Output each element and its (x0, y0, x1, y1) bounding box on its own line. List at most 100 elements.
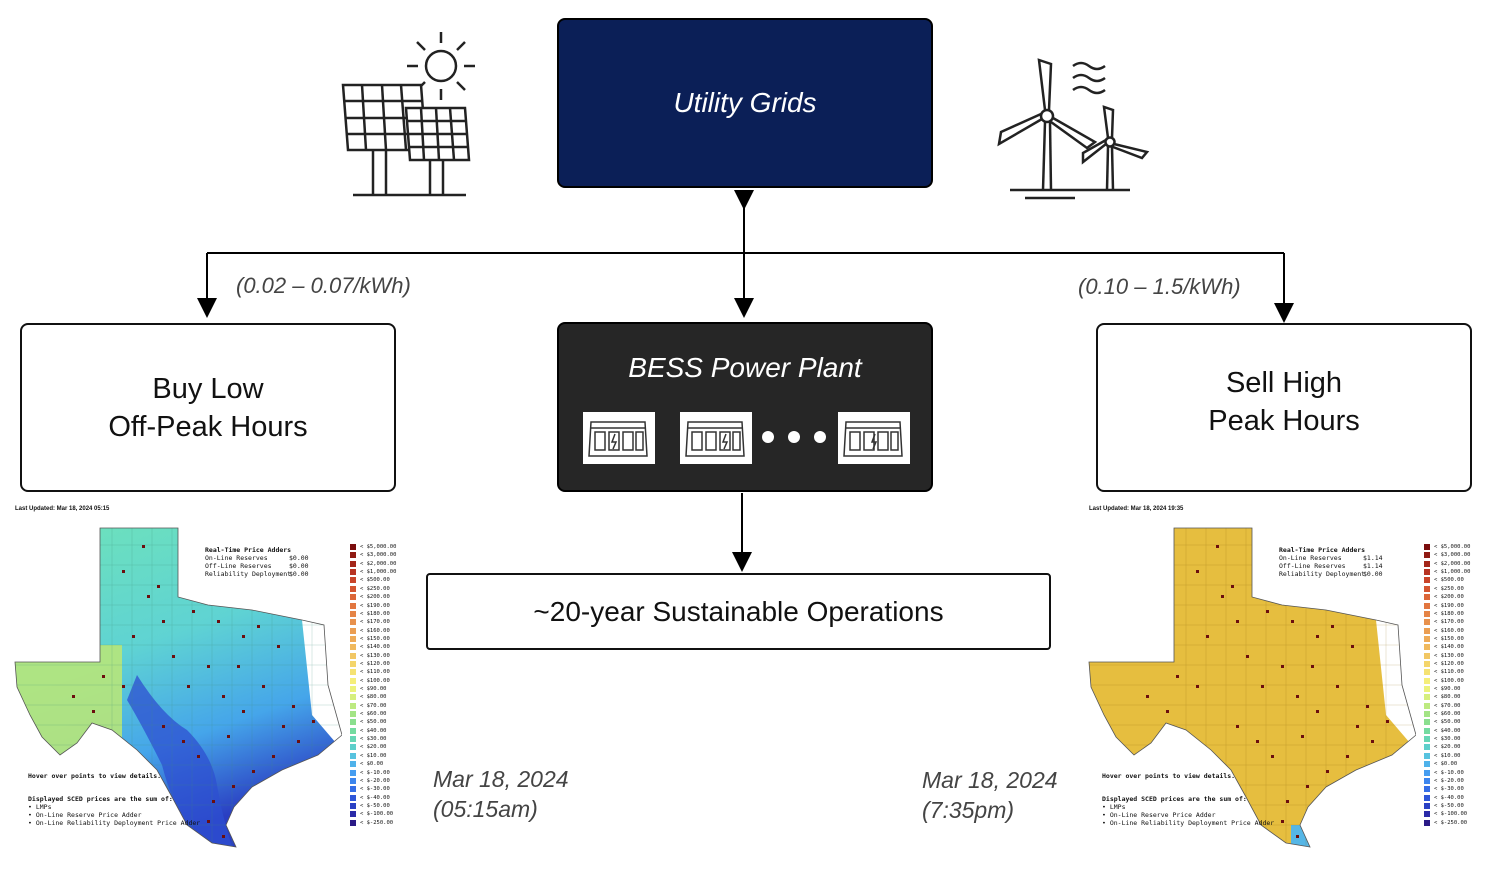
legend-row: < $-50.00 (1424, 802, 1464, 810)
legend-swatch (1424, 594, 1430, 601)
legend-swatch (350, 569, 356, 576)
legend-label: < $-40.00 (1434, 794, 1464, 801)
adders-title: Real-Time Price Adders (1279, 546, 1366, 554)
legend-row: < $190.00 (350, 601, 390, 609)
adder-value: $0.00 (1363, 570, 1383, 578)
legend-swatch (1424, 652, 1430, 659)
offpeak-date-label: Mar 18, 2024 (05:15am) (433, 764, 569, 824)
legend-row: < $30.00 (350, 735, 387, 743)
legend-row: < $150.00 (350, 635, 390, 643)
price-high-label: (0.10 – 1.5/kWh) (1078, 274, 1241, 299)
legend-row: < $130.00 (350, 652, 390, 660)
battery-cabinet-icon (583, 412, 655, 464)
legend-row: < $-10.00 (350, 768, 390, 776)
legend-label: < $5,000.00 (1434, 544, 1471, 551)
legend-row: < $-40.00 (1424, 794, 1464, 802)
legend-swatch (1424, 686, 1430, 693)
legend-swatch (350, 560, 356, 567)
legend-row: < $-250.00 (1424, 819, 1467, 827)
adder-value: $1.14 (1363, 562, 1383, 570)
offpeak-price-map: Last Updated: Mar 18, 2024 05:15 (12, 503, 408, 853)
legend-row: < $500.00 (1424, 576, 1464, 584)
legend-swatch (1424, 819, 1430, 826)
bess-title: BESS Power Plant (628, 352, 862, 383)
legend-row: < $40.00 (350, 727, 387, 735)
legend-label: < $0.00 (360, 761, 384, 768)
legend-label: < $3,000.00 (1434, 552, 1471, 559)
offpeak-date: Mar 18, 2024 (433, 766, 569, 792)
sced-footer-item: • On-Line Reliability Deployment Price A… (1102, 819, 1275, 827)
legend-row: < $110.00 (350, 668, 390, 676)
legend-row: < $60.00 (350, 710, 387, 718)
legend-label: < $180.00 (1434, 610, 1464, 617)
battery-cabinet-icon (838, 412, 910, 464)
legend-label: < $80.00 (360, 694, 387, 701)
legend-label: < $170.00 (360, 619, 390, 626)
ellipsis-dots (762, 431, 826, 443)
legend-row: < $160.00 (1424, 627, 1464, 635)
legend-label: < $-10.00 (1434, 769, 1464, 776)
legend-row: < $200.00 (1424, 593, 1464, 601)
legend-swatch (1424, 669, 1430, 676)
legend-row: < $90.00 (350, 685, 387, 693)
legend-swatch (1424, 660, 1430, 667)
map-updated-label: Last Updated: Mar 18, 2024 19:35 (1089, 506, 1184, 512)
legend-row: < $80.00 (350, 693, 387, 701)
adder-label: Off-Line Reserves (1279, 562, 1346, 570)
legend-swatch (1424, 752, 1430, 759)
legend-label: < $500.00 (1434, 577, 1464, 584)
legend-swatch (350, 677, 356, 684)
legend-label: < $-10.00 (360, 769, 390, 776)
legend-label: < $-250.00 (360, 819, 394, 826)
peak-date: Mar 18, 2024 (922, 767, 1058, 793)
legend-swatch (1424, 610, 1430, 617)
legend-swatch (350, 802, 356, 809)
legend-label: < $120.00 (360, 660, 390, 667)
legend-label: < $60.00 (360, 711, 387, 718)
legend-label: < $130.00 (1434, 652, 1464, 659)
adder-label: On-Line Reserves (205, 554, 268, 562)
off-peak-hours-label: Off-Peak Hours (108, 410, 308, 443)
legend-swatch (1424, 694, 1430, 701)
legend-row: < $2,000.00 (1424, 560, 1470, 568)
legend-swatch (350, 702, 356, 709)
wind-turbine-icon (997, 58, 1150, 200)
legend-row: < $180.00 (1424, 610, 1464, 618)
legend-swatch (1424, 727, 1430, 734)
legend-row: < $180.00 (350, 610, 390, 618)
legend-swatch (1424, 544, 1430, 551)
legend-label: < $90.00 (360, 686, 387, 693)
legend-row: < $2,000.00 (350, 560, 396, 568)
legend-swatch (350, 635, 356, 642)
legend-swatch (1424, 744, 1430, 751)
legend-row: < $250.00 (1424, 585, 1464, 593)
map-updated-label: Last Updated: Mar 18, 2024 05:15 (15, 506, 110, 512)
peak-date-label: Mar 18, 2024 (7:35pm) (922, 765, 1058, 825)
legend-label: < $110.00 (1434, 669, 1464, 676)
legend-row: < $-20.00 (1424, 777, 1464, 785)
legend-label: < $120.00 (1434, 660, 1464, 667)
legend-swatch (1424, 627, 1430, 634)
legend-label: < $70.00 (1434, 702, 1461, 709)
legend-row: < $140.00 (1424, 643, 1464, 651)
legend-swatch (1424, 560, 1430, 567)
legend-label: < $70.00 (360, 702, 387, 709)
legend-label: < $90.00 (1434, 686, 1461, 693)
legend-label: < $2,000.00 (360, 560, 397, 567)
adder-value: $0.00 (289, 570, 309, 578)
peak-price-map: Last Updated: Mar 18, 2024 19:35 (1086, 503, 1482, 853)
legend-label: < $190.00 (1434, 602, 1464, 609)
legend-row: < $20.00 (350, 743, 387, 751)
legend-row: < $100.00 (350, 677, 390, 685)
legend-swatch (1424, 569, 1430, 576)
legend-swatch (1424, 552, 1430, 559)
legend-swatch (1424, 702, 1430, 709)
legend-row: < $1,000.00 (1424, 568, 1470, 576)
legend-row: < $80.00 (1424, 693, 1461, 701)
legend-label: < $5,000.00 (360, 544, 397, 551)
legend-label: < $170.00 (1434, 619, 1464, 626)
legend-row: < $3,000.00 (350, 551, 396, 559)
legend-swatch (350, 811, 356, 818)
legend-swatch (350, 585, 356, 592)
legend-label: < $160.00 (1434, 627, 1464, 634)
